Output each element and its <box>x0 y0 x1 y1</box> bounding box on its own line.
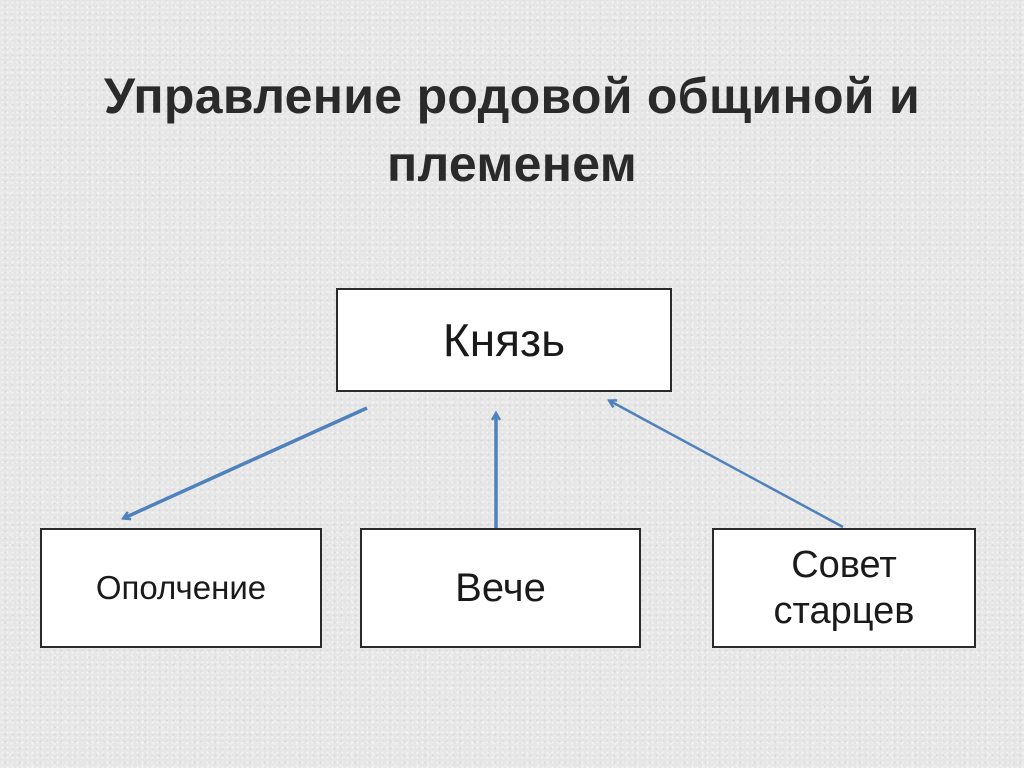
node-council-label-line-2: старцев <box>773 590 915 632</box>
node-veche: Вече <box>360 528 641 648</box>
node-council: Совет старцев <box>712 528 976 648</box>
slide-title: Управление родовой общиной и племенем <box>20 62 1004 198</box>
node-prince: Князь <box>336 288 672 392</box>
node-council-label-line-1: Совет <box>791 544 897 586</box>
arrow-prince-to-militia <box>124 406 368 518</box>
slide-title-line-1: Управление родовой общиной и <box>103 68 921 124</box>
arrow-council-to-prince <box>610 401 844 529</box>
node-militia: Ополчение <box>40 528 322 648</box>
node-prince-label: Князь <box>442 314 566 366</box>
slide-title-line-2: племенем <box>387 136 637 192</box>
node-veche-label: Вече <box>455 565 546 610</box>
node-militia-label: Ополчение <box>95 569 267 606</box>
